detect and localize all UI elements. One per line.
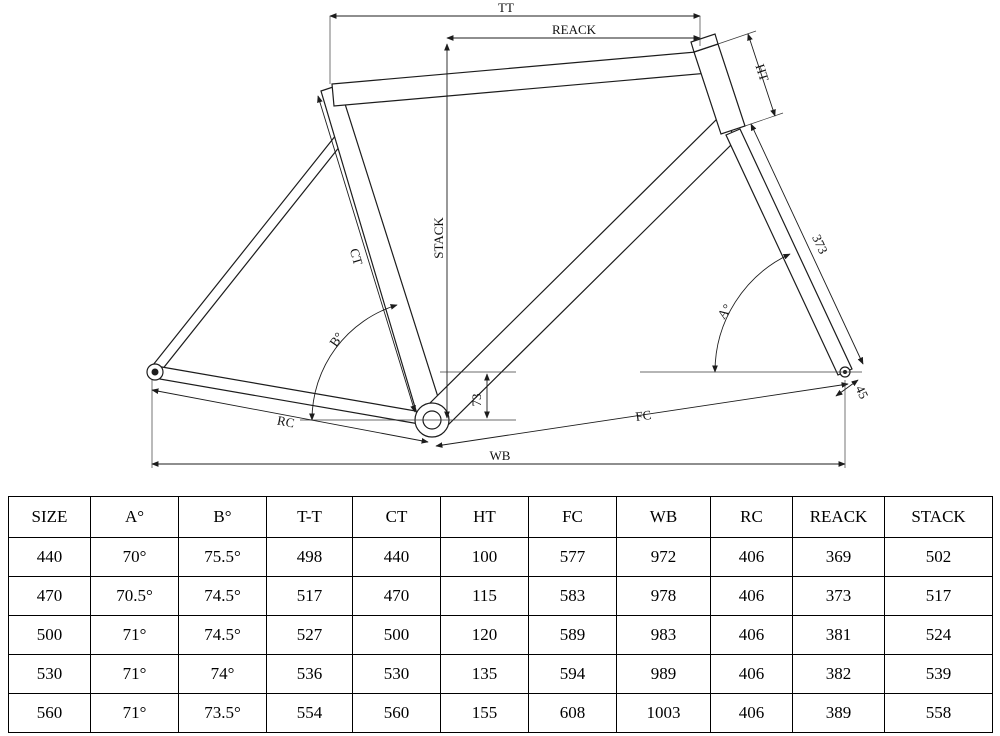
- table-cell: 530: [8, 654, 91, 694]
- table-cell: 74.5°: [178, 576, 267, 616]
- table-cell: 594: [528, 654, 617, 694]
- table-cell: 972: [616, 537, 711, 577]
- table-cell: 983: [616, 615, 711, 655]
- table-cell: 502: [884, 537, 993, 577]
- table-cell: 120: [440, 615, 529, 655]
- top-tube: [331, 50, 710, 107]
- table-cell: 369: [792, 537, 885, 577]
- table-cell: 406: [710, 576, 793, 616]
- column-header-fc: FC: [528, 496, 617, 538]
- fork-blade: [725, 128, 853, 376]
- head-angle-label: A°: [714, 301, 735, 322]
- table-cell: 406: [710, 693, 793, 733]
- dimension-lines: TT REACK STACK HT 373 CT: [151, 0, 872, 468]
- table-cell: 155: [440, 693, 529, 733]
- reach-dim-label: REACK: [552, 22, 597, 37]
- down-tube: [427, 117, 739, 426]
- table-cell: 389: [792, 693, 885, 733]
- column-header-reack: REACK: [792, 496, 885, 538]
- table-cell: 558: [884, 693, 993, 733]
- column-header-top-tube: T-T: [266, 496, 353, 538]
- head-tube: [693, 43, 746, 135]
- table-cell: 989: [616, 654, 711, 694]
- table-cell: 498: [266, 537, 353, 577]
- table-cell: 135: [440, 654, 529, 694]
- table-cell: 524: [884, 615, 993, 655]
- table-cell: 577: [528, 537, 617, 577]
- table-cell: 554: [266, 693, 353, 733]
- seat-stay: [152, 124, 353, 372]
- column-header-ct: CT: [352, 496, 441, 538]
- table-cell: 560: [8, 693, 91, 733]
- table-cell: 373: [792, 576, 885, 616]
- bike-frame: [146, 33, 853, 438]
- table-cell: 406: [710, 537, 793, 577]
- table-cell: 500: [352, 615, 441, 655]
- table-cell: 1003: [616, 693, 711, 733]
- table-cell: 583: [528, 576, 617, 616]
- column-header-head-angle: A°: [90, 496, 179, 538]
- table-row-440: 440 70° 75.5° 498 440 100 577 972 406 36…: [8, 537, 993, 577]
- table-cell: 500: [8, 615, 91, 655]
- header-row: SIZE A° B° T-T CT HT FC WB RC REACK STAC…: [8, 496, 993, 538]
- table-cell: 100: [440, 537, 529, 577]
- table-cell: 406: [710, 615, 793, 655]
- table-cell: 74.5°: [178, 615, 267, 655]
- table-cell: 978: [616, 576, 711, 616]
- seat-tube: [320, 84, 445, 425]
- table-cell: 75.5°: [178, 537, 267, 577]
- table-row-500: 500 71° 74.5° 527 500 120 589 983 406 38…: [8, 615, 993, 655]
- table-cell: 71°: [90, 693, 179, 733]
- stack-dim-label: STACK: [431, 217, 446, 259]
- table-cell: 536: [266, 654, 353, 694]
- table-row-530: 530 71° 74° 536 530 135 594 989 406 382 …: [8, 654, 993, 694]
- front-center-dim-label: FC: [634, 407, 652, 424]
- table-cell: 517: [266, 576, 353, 616]
- column-header-seat-angle: B°: [178, 496, 267, 538]
- bike-frame-diagram: TT REACK STACK HT 373 CT: [146, 0, 872, 468]
- table-cell: 470: [352, 576, 441, 616]
- table-cell: 381: [792, 615, 885, 655]
- table-cell: 470: [8, 576, 91, 616]
- table-cell: 589: [528, 615, 617, 655]
- headset-top-cap: [690, 33, 719, 53]
- table-cell: 70.5°: [90, 576, 179, 616]
- table-cell: 539: [884, 654, 993, 694]
- fork-length-dim-label: 373: [809, 232, 831, 256]
- table-cell: 70°: [90, 537, 179, 577]
- table-cell: 527: [266, 615, 353, 655]
- seat-tube-dim-label: CT: [347, 247, 366, 267]
- table-cell: 406: [710, 654, 793, 694]
- bb-drop-dim-label: 73: [469, 394, 484, 407]
- table-cell: 73.5°: [178, 693, 267, 733]
- table-cell: 517: [884, 576, 993, 616]
- table-cell: 440: [8, 537, 91, 577]
- table-row-470: 470 70.5° 74.5° 517 470 115 583 978 406 …: [8, 576, 993, 616]
- rear-center-dim-label: RC: [276, 413, 296, 431]
- table-cell: 382: [792, 654, 885, 694]
- column-header-stack: STACK: [884, 496, 993, 538]
- table-cell: 71°: [90, 654, 179, 694]
- table-row-560: 560 71° 73.5° 554 560 155 608 1003 406 3…: [8, 693, 993, 733]
- head-tube-dim-label: HT: [752, 62, 772, 83]
- rear-axle: [151, 368, 159, 376]
- column-header-ht: HT: [440, 496, 529, 538]
- column-header-rc: RC: [710, 496, 793, 538]
- column-header-size: SIZE: [8, 496, 91, 538]
- seat-angle-label: B°: [326, 329, 346, 349]
- table-cell: 608: [528, 693, 617, 733]
- fork-offset-dim-label: 45: [853, 383, 872, 401]
- table-cell: 115: [440, 576, 529, 616]
- table-cell: 74°: [178, 654, 267, 694]
- table-cell: 560: [352, 693, 441, 733]
- table-cell: 71°: [90, 615, 179, 655]
- top-tube-dim-label: TT: [498, 0, 514, 15]
- column-header-wb: WB: [616, 496, 711, 538]
- frame-diagram-area: TT REACK STACK HT 373 CT: [146, 0, 872, 468]
- table-cell: 440: [352, 537, 441, 577]
- geometry-table: SIZE A° B° T-T CT HT FC WB RC REACK STAC…: [8, 496, 993, 733]
- table-cell: 530: [352, 654, 441, 694]
- wheelbase-dim-label: WB: [490, 448, 511, 463]
